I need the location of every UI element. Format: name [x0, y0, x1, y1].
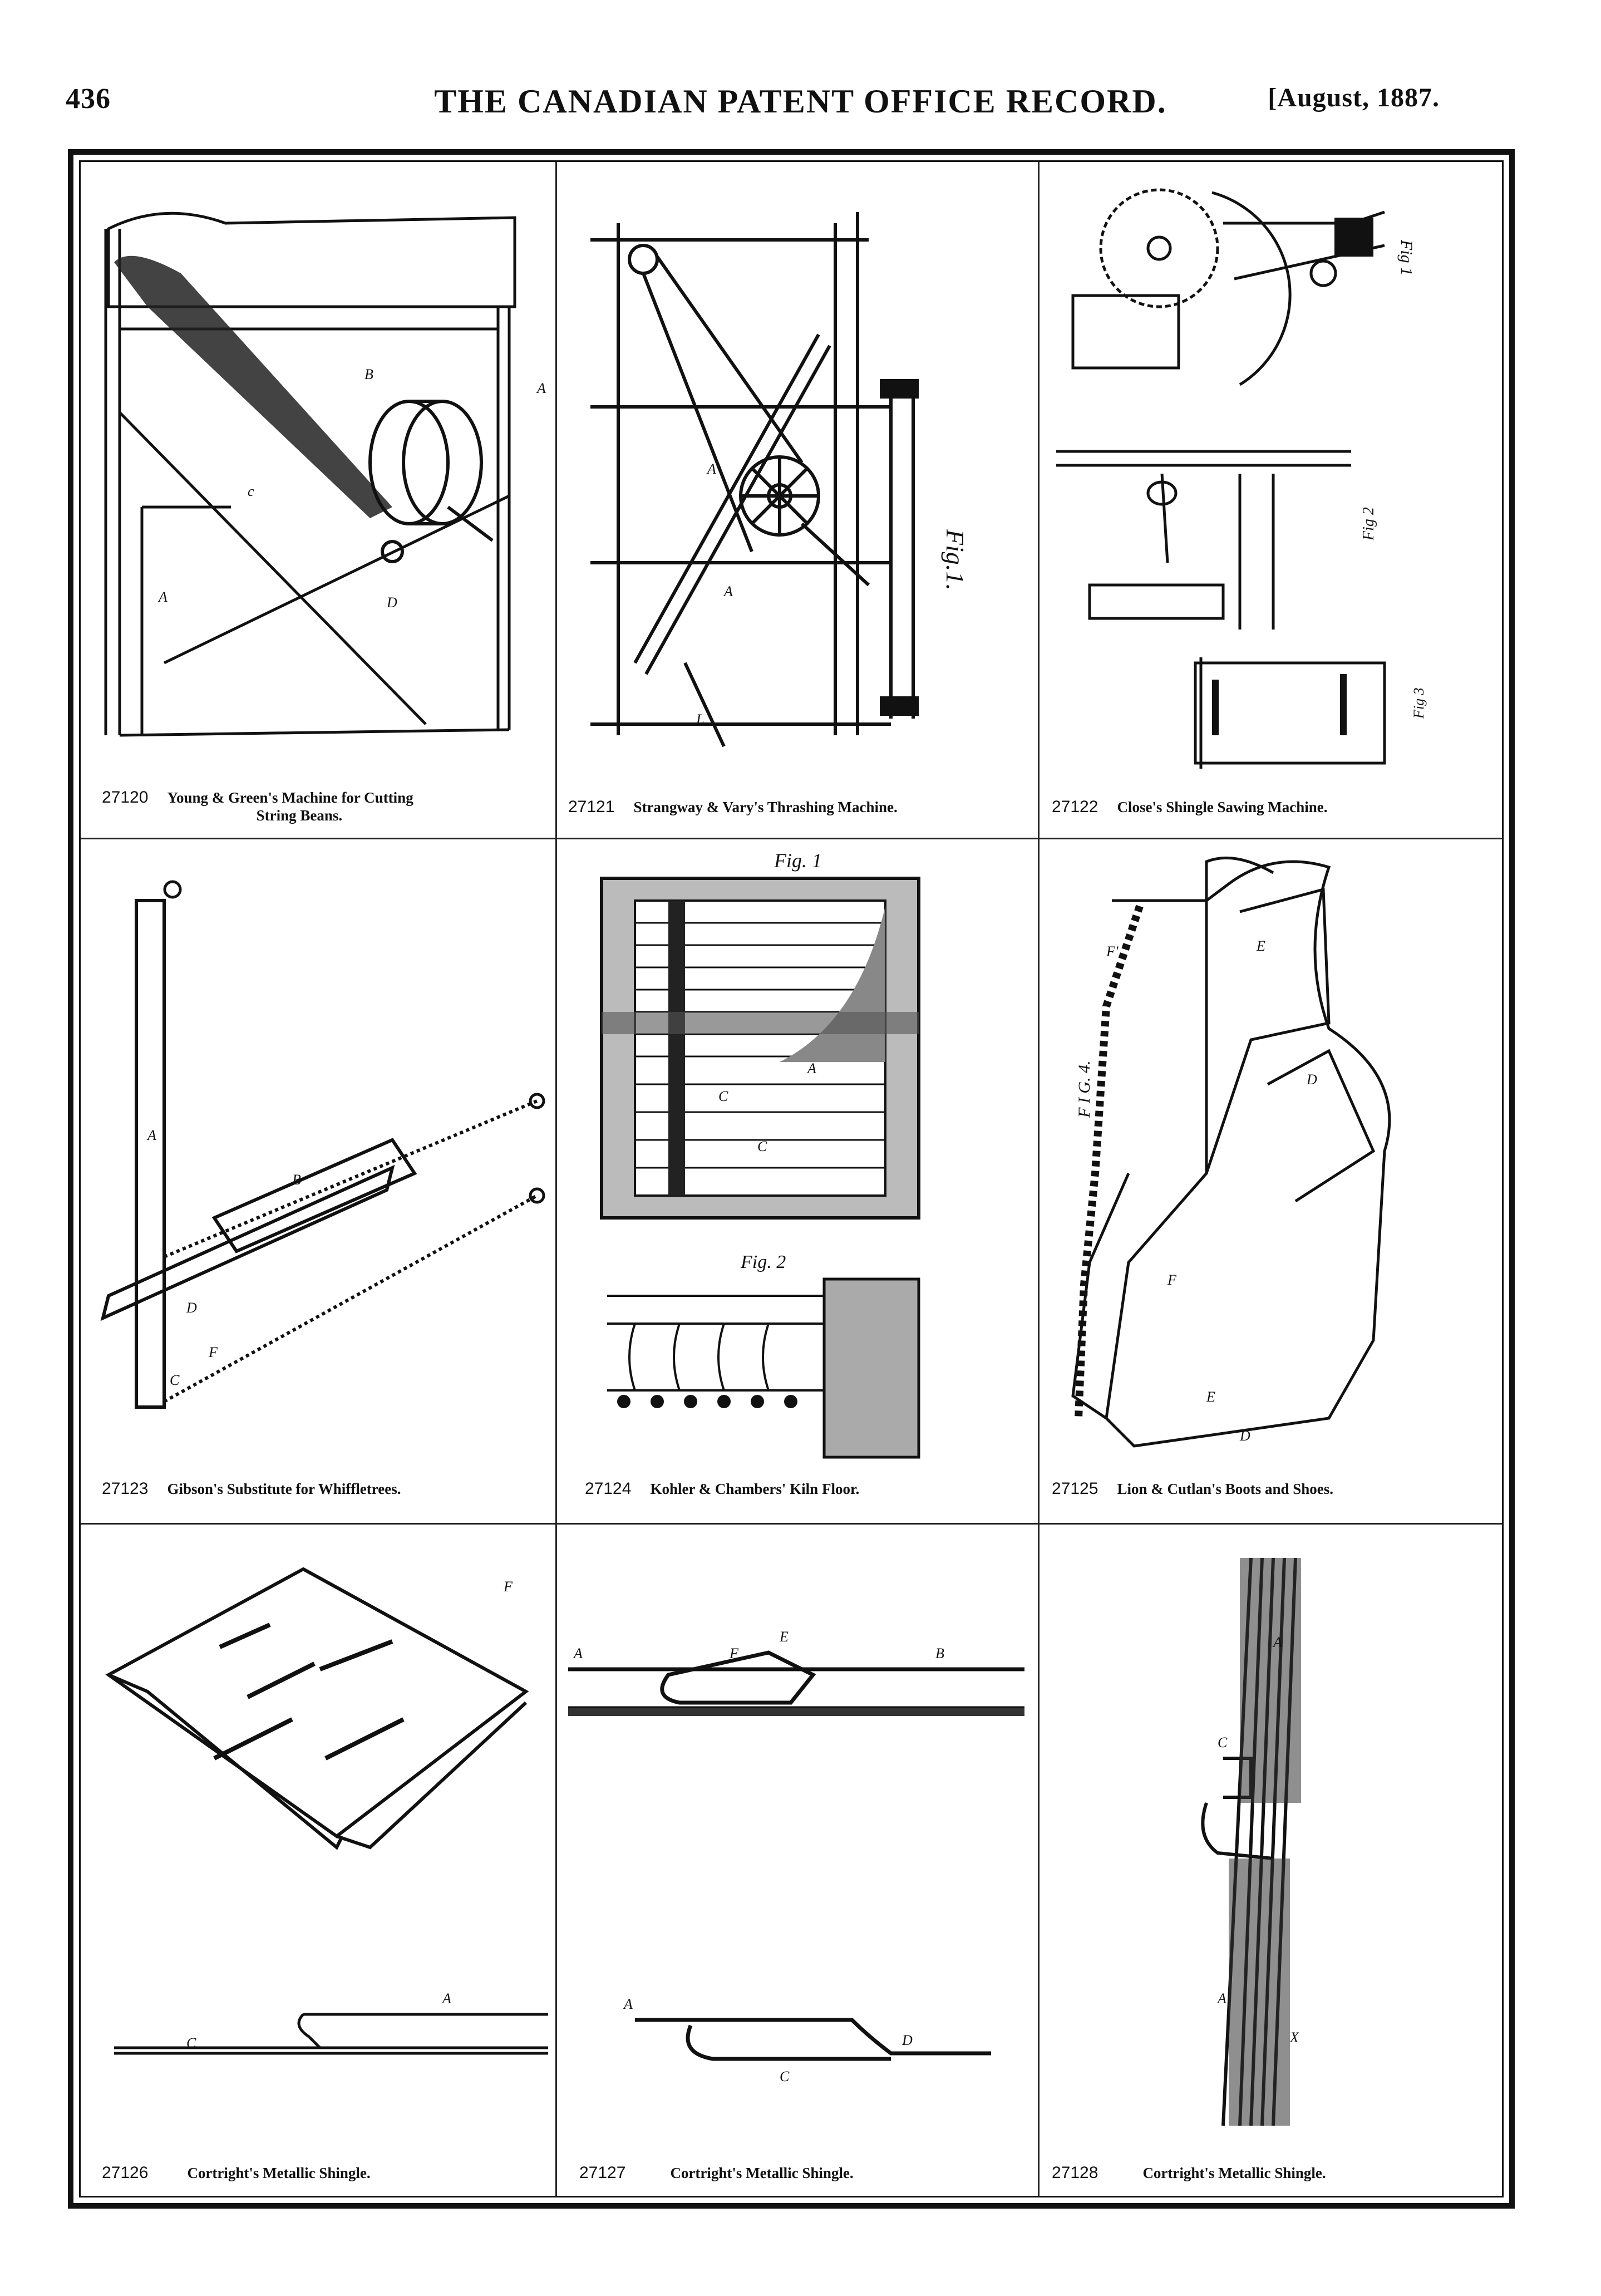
- patent-number: 27120: [102, 788, 149, 807]
- patent-number: 27124: [585, 1479, 632, 1498]
- figure-label: Fig. 2: [740, 1252, 786, 1272]
- svg-text:A: A: [723, 583, 733, 599]
- patent-number: 27126: [102, 2164, 149, 2182]
- patent-number: 27125: [1052, 1479, 1098, 1498]
- svg-text:C: C: [1218, 1734, 1228, 1751]
- shingle-sawing-machine-drawing: Fig 1 Fig 2 Fig 3: [1056, 188, 1427, 769]
- svg-text:A: A: [441, 1990, 451, 2007]
- svg-text:E: E: [779, 1629, 789, 1645]
- figure-label: Fig 2: [1360, 507, 1377, 541]
- patent-title: Close's Shingle Sawing Machine.: [1117, 799, 1328, 815]
- svg-text:E: E: [1256, 938, 1265, 954]
- bean-cutting-machine-drawing: B A c A D: [104, 212, 546, 737]
- svg-text:L: L: [696, 711, 704, 727]
- svg-text:c: c: [248, 483, 254, 499]
- patent-cell-27120: B A c A D 27120 Young & Green's Machine f…: [81, 162, 555, 838]
- svg-text:C: C: [718, 1088, 728, 1104]
- metallic-shingle-section-drawing: A B E F A D C: [568, 1629, 1024, 2084]
- patent-title: Cortright's Metallic Shingle.: [670, 2165, 854, 2181]
- patent-cell-27126: A C F 27126 Cortright's Metallic Shingle.: [81, 1525, 555, 2207]
- svg-text:F: F: [503, 1579, 513, 1595]
- svg-text:A: A: [573, 1645, 583, 1661]
- svg-text:A: A: [1216, 1990, 1226, 2007]
- page-title: THE CANADIAN PATENT OFFICE RECORD.: [434, 83, 1167, 120]
- svg-text:D: D: [186, 1300, 197, 1316]
- issue-date: [August, 1887.: [1268, 83, 1440, 112]
- patent-cell-27125: F' E D F E D F I G. 4. 27125 Lion & Cutla…: [1040, 839, 1515, 1523]
- svg-text:F: F: [208, 1344, 218, 1360]
- svg-text:F': F': [1106, 943, 1119, 960]
- page-number: 436: [66, 83, 111, 115]
- thrashing-machine-drawing: Fig.1. A A L: [590, 212, 969, 748]
- patent-title-line2: String Beans.: [256, 807, 343, 824]
- figure-label: Fig. 1: [774, 849, 822, 872]
- grid-divider: [81, 838, 1502, 839]
- patent-caption: 27126 Cortright's Metallic Shingle.: [102, 2164, 371, 2182]
- svg-text:D: D: [902, 2032, 913, 2048]
- svg-text:C: C: [780, 2068, 790, 2084]
- patent-cell-27127: A B E F A D C 27127 Cortright's Metallic …: [557, 1525, 1038, 2207]
- svg-text:F: F: [729, 1645, 739, 1661]
- figure-label: F I G. 4.: [1075, 1061, 1093, 1118]
- metallic-shingle-roof-drawing: A C A X: [1201, 1557, 1301, 2126]
- svg-text:D: D: [386, 594, 397, 611]
- svg-text:F: F: [1167, 1272, 1177, 1288]
- svg-text:X: X: [1289, 2029, 1299, 2046]
- patent-number: 27127: [579, 2164, 626, 2182]
- svg-text:E: E: [1206, 1389, 1215, 1405]
- patent-caption: 27124 Kohler & Chambers' Kiln Floor.: [585, 1479, 859, 1498]
- svg-text:A: A: [1272, 1634, 1282, 1650]
- svg-text:D: D: [1239, 1428, 1250, 1444]
- patent-cell-27123: A B C F D 27123 Gibson's Substitute for W…: [81, 839, 555, 1523]
- patent-cell-27128: A C A X 27128 Cortright's Metallic Shingl…: [1040, 1525, 1515, 2207]
- patent-title: Young & Green's Machine for Cutting: [167, 789, 413, 806]
- patent-title: Gibson's Substitute for Whiffletrees.: [167, 1481, 401, 1497]
- svg-text:A: A: [623, 1996, 633, 2012]
- svg-text:A: A: [536, 380, 546, 396]
- svg-text:B: B: [364, 366, 373, 382]
- patent-caption: 27123 Gibson's Substitute for Whiffletree…: [102, 1479, 401, 1498]
- illustration-grid: B A c A D 27120 Young & Green's Machine f…: [79, 160, 1504, 2197]
- svg-text:A: A: [157, 589, 168, 605]
- svg-text:A: A: [706, 461, 716, 477]
- patent-title: Lion & Cutlan's Boots and Shoes.: [1117, 1481, 1334, 1497]
- patent-caption: 27121 Strangway & Vary's Thrashing Machin…: [568, 798, 898, 817]
- patent-title: Cortright's Metallic Shingle.: [187, 2165, 371, 2181]
- patent-title: Strangway & Vary's Thrashing Machine.: [633, 799, 898, 815]
- grid-divider: [555, 162, 557, 2196]
- patent-title: Cortright's Metallic Shingle.: [1142, 2165, 1326, 2181]
- grid-divider: [1038, 162, 1040, 2196]
- patent-number: 27121: [568, 798, 615, 816]
- illustration-frame: B A c A D 27120 Young & Green's Machine f…: [68, 149, 1515, 2209]
- patent-caption: 27120 Young & Green's Machine for Cutting…: [102, 788, 413, 824]
- patent-cell-27122: Fig 1 Fig 2 Fig 3 27122 Close's Shingle S…: [1040, 162, 1515, 838]
- grid-divider: [81, 1523, 1502, 1525]
- patent-cell-27124: Fig. 1 Fig. 2: [557, 839, 1038, 1523]
- patent-title: Kohler & Chambers' Kiln Floor.: [650, 1481, 860, 1497]
- kiln-floor-drawing: Fig. 1 Fig. 2: [600, 849, 920, 1459]
- svg-text:B: B: [935, 1645, 944, 1661]
- figure-label: Fig 3: [1411, 687, 1427, 719]
- svg-text:A: A: [806, 1060, 816, 1076]
- patent-cell-27121: Fig.1. A A L 27121 Strangway & Vary's Thr…: [557, 162, 1038, 838]
- svg-text:C: C: [186, 2035, 196, 2051]
- boot-drawing: F' E D F E D F I G. 4.: [1071, 856, 1391, 1448]
- whiffletree-substitute-drawing: A B C F D: [100, 880, 545, 1409]
- patent-caption: 27125 Lion & Cutlan's Boots and Shoes.: [1052, 1479, 1333, 1498]
- patent-number: 27123: [102, 1479, 149, 1498]
- patent-caption: 27128 Cortright's Metallic Shingle.: [1052, 2164, 1326, 2182]
- figure-label: Fig 1: [1397, 239, 1416, 276]
- svg-text:A: A: [146, 1127, 156, 1143]
- patent-caption: 27122 Close's Shingle Sawing Machine.: [1052, 798, 1328, 817]
- svg-text:C: C: [757, 1138, 767, 1154]
- svg-text:D: D: [1306, 1071, 1317, 1088]
- patent-caption: 27127 Cortright's Metallic Shingle.: [579, 2164, 854, 2182]
- figure-label: Fig.1.: [941, 529, 969, 591]
- svg-text:B: B: [292, 1172, 301, 1188]
- patent-number: 27128: [1052, 2164, 1098, 2182]
- metallic-shingle-drawing: A C F: [105, 1567, 548, 2055]
- svg-text:C: C: [170, 1372, 180, 1388]
- patent-number: 27122: [1052, 798, 1098, 816]
